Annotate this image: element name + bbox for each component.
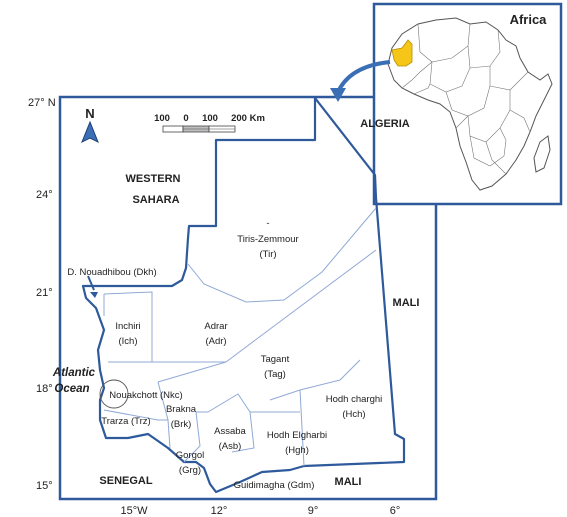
inset-title: Africa — [510, 12, 548, 27]
label-tagant: Tagant — [261, 354, 290, 365]
label-adrar-code: (Adr) — [205, 336, 226, 347]
label-gorgol: Gorgol — [176, 450, 205, 461]
label-western: WESTERN — [126, 173, 181, 185]
north-arrow-icon — [81, 120, 99, 144]
label-hgh: Hodh Elgharbi — [267, 430, 327, 441]
scale-label-200: 200 Km — [231, 113, 265, 124]
label-sahara: SAHARA — [132, 194, 179, 206]
mauritania-border — [81, 96, 406, 494]
label-assaba: Assaba — [214, 426, 246, 437]
label-ocean: Ocean — [54, 383, 89, 395]
label-gdm: Guidimagha (Gdm) — [234, 480, 315, 491]
label-brakna: Brakna — [166, 404, 197, 415]
label-tiris: Tiris-Zemmour — [237, 234, 298, 245]
label-hch: Hodh charghi — [326, 394, 383, 405]
lat-tick-27: 27° N — [28, 97, 56, 109]
nouakchott-marker — [99, 379, 129, 409]
lon-tick-15w: 15°W — [120, 505, 148, 517]
label-atlantic: Atlantic — [52, 367, 96, 379]
label-mali-east: MALI — [393, 297, 420, 309]
label-nkc: Nouakchott (Nkc) — [109, 390, 182, 401]
scale-label-100-left: 100 — [154, 113, 170, 124]
africa-outline — [387, 17, 553, 191]
label-algeria: ALGERIA — [360, 118, 410, 130]
label-senegal: SENEGAL — [99, 475, 152, 487]
label-tagant-code: (Tag) — [264, 369, 286, 380]
dkh-pointer-head — [90, 292, 98, 298]
label-dkh: D. Nouadhibou (Dkh) — [67, 267, 156, 278]
label-tiris-dash: - — [266, 218, 269, 229]
inset-pointer-arrowhead — [330, 88, 346, 102]
scale-label-100: 100 — [202, 113, 218, 124]
madagascar-outline — [533, 135, 551, 173]
africa-country-lines — [401, 23, 531, 175]
scale-bar: 100 0 100 200 Km — [154, 113, 265, 133]
dkh-pointer — [87, 275, 95, 291]
lat-tick-21: 21° — [36, 287, 53, 299]
lat-tick-18: 18° — [36, 383, 53, 395]
label-trarza: Trarza (Trz) — [101, 416, 150, 427]
label-mali-south: MALI — [335, 476, 362, 488]
north-label: N — [85, 106, 94, 121]
label-hch-code: (Hch) — [342, 409, 365, 420]
label-assaba-code: (Asb) — [219, 441, 242, 452]
region-boundaries — [103, 207, 377, 467]
mauritania-highlight — [391, 39, 413, 67]
label-gorgol-code: (Grg) — [179, 465, 201, 476]
label-adrar: Adrar — [204, 321, 227, 332]
lon-tick-6: 6° — [390, 505, 401, 517]
scale-label-0: 0 — [183, 113, 188, 124]
label-inchiri: Inchiri — [115, 321, 140, 332]
lon-tick-12: 12° — [211, 505, 228, 517]
lat-tick-15: 15° — [36, 480, 53, 492]
label-hgh-code: (Hgh) — [285, 445, 309, 456]
label-inchiri-code: (Ich) — [119, 336, 138, 347]
lon-tick-9: 9° — [308, 505, 319, 517]
inset-pointer-arrow — [336, 60, 391, 93]
lat-tick-24: 24° — [36, 189, 53, 201]
label-tiris-code: (Tir) — [259, 249, 276, 260]
label-brakna-code: (Brk) — [171, 419, 192, 430]
